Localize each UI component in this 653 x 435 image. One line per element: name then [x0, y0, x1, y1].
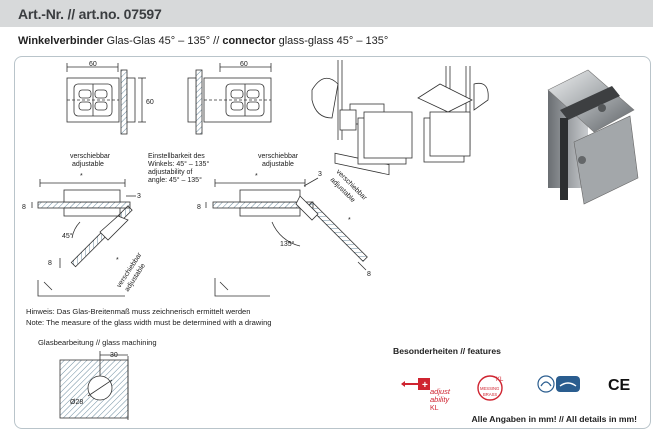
note-en: Note: The measure of the glass width mus… — [26, 318, 272, 327]
product-subtitle: Winkelverbinder Glas-Glas 45° – 135° // … — [18, 35, 388, 47]
glass-machining-drawing — [59, 351, 129, 420]
dim-8-left: 8 — [22, 204, 26, 211]
subtitle-normal-de: Glas-Glas 45° – 135° // — [103, 35, 223, 47]
isometric-drawings — [311, 60, 489, 176]
subtitle-normal-en: glass-glass 45° – 135° — [275, 35, 389, 47]
brass-label-kl: KL — [496, 377, 504, 383]
angle-135-label: 135° — [280, 240, 295, 248]
dim-3-middle: 3 — [318, 171, 322, 178]
asterisk-diagonal-middle: * — [348, 217, 351, 224]
machining-title: Glasbearbeitung // glass machining — [38, 338, 157, 347]
adjustable-de-left: verschiebbar — [70, 153, 111, 160]
dim-8-left-bottom: 8 — [48, 260, 52, 267]
article-number-title: Art.-Nr. // art.no. 07597 — [18, 6, 162, 22]
subtitle-bold-de: Winkelverbinder — [18, 35, 104, 47]
adjust-label-1: adjust — [430, 387, 451, 396]
dim-60-top-middle: 60 — [240, 61, 248, 68]
adjustable-en-left: adjustable — [72, 161, 104, 168]
brass-icon — [477, 375, 503, 401]
dim-8-middle: 8 — [197, 204, 201, 211]
asterisk-top-left: * — [80, 173, 83, 180]
asterisk-top-middle: * — [255, 173, 258, 180]
adjust-label-2: ability — [430, 395, 450, 404]
dim-30-machining: 30 — [110, 352, 118, 359]
note-de: Hinweis: Das Glas-Breitenmaß muss zeichn… — [26, 307, 251, 316]
top-view-left — [66, 63, 146, 135]
adjustability-en-line1: adjustability of — [148, 169, 192, 176]
adjustable-de-middle: verschiebbar — [258, 153, 299, 160]
brass-label-messing: MESSING — [480, 386, 499, 391]
angle-45-label: 45° — [62, 232, 73, 240]
adjustability-de-line2: Winkels: 45° – 135° — [148, 160, 209, 168]
brass-label-brass: BRASS — [483, 392, 497, 397]
adjustable-en-middle: adjustable — [262, 161, 294, 168]
adjust-label-3: KL — [430, 405, 439, 412]
dim-3-left: 3 — [137, 193, 141, 200]
adjustability-icon: + — [401, 378, 430, 391]
dim-8-middle-bottom: 8 — [367, 271, 371, 278]
section-45-degree — [31, 179, 136, 297]
dim-60-vertical: 60 — [146, 99, 154, 106]
adjustability-de-line1: Einstellbarkeit des — [148, 153, 205, 160]
certification-icon — [537, 375, 580, 393]
subtitle-bold-en: connector — [222, 35, 276, 47]
section-135-degree — [205, 177, 368, 297]
ce-mark-icon: CE — [608, 377, 631, 394]
features-title: Besonderheiten // features — [393, 346, 501, 356]
footer-note: Alle Angaben in mm! // All details in mm… — [471, 414, 637, 424]
top-view-middle — [187, 63, 272, 135]
header-bar: Art.-Nr. // art.no. 07597 — [0, 0, 653, 27]
dim-28-machining: Ø28 — [70, 399, 83, 406]
asterisk-diagonal-left: * — [116, 257, 119, 264]
product-photo — [547, 69, 639, 205]
adjustability-en-line2: angle: 45° – 135° — [148, 176, 202, 184]
svg-text:+: + — [422, 380, 428, 391]
dim-60-top-left: 60 — [89, 61, 97, 68]
